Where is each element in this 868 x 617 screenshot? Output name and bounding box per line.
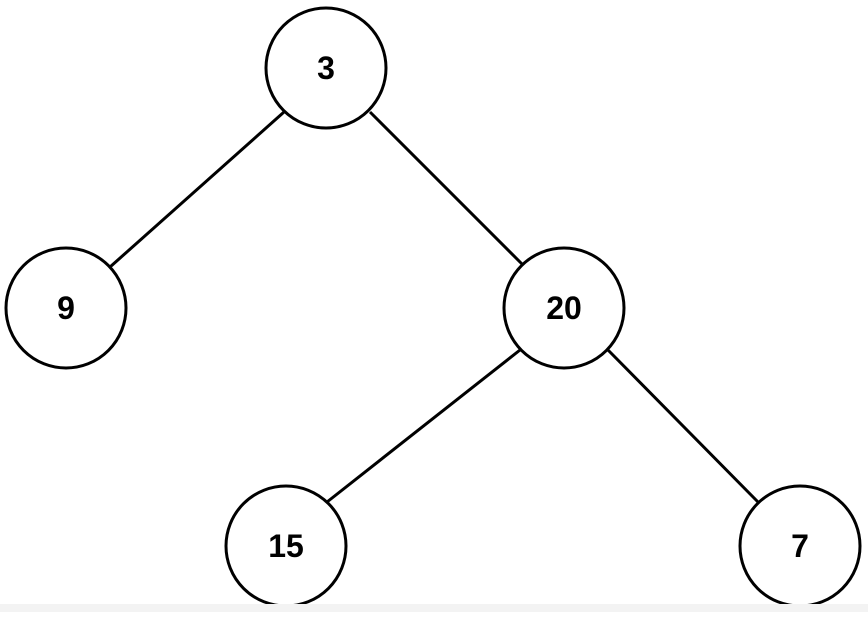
edge-3-20 (368, 110, 524, 266)
node-label: 7 (791, 528, 809, 564)
tree-node-9: 9 (4, 246, 128, 370)
tree-node-7: 7 (738, 484, 862, 608)
tree-node-15: 15 (224, 484, 348, 608)
tree-node-3: 3 (264, 6, 388, 130)
bottom-strip (0, 604, 868, 612)
node-label: 9 (57, 290, 75, 326)
node-circle (502, 246, 626, 370)
node-circle (264, 6, 388, 130)
node-label: 15 (268, 528, 304, 564)
edge-3-9 (109, 110, 285, 269)
edges (109, 110, 760, 504)
edge-20-7 (606, 348, 760, 504)
edge-20-15 (326, 348, 521, 504)
tree-node-20: 20 (502, 246, 626, 370)
node-label: 20 (546, 290, 582, 326)
node-circle (4, 246, 128, 370)
node-label: 3 (317, 50, 335, 86)
